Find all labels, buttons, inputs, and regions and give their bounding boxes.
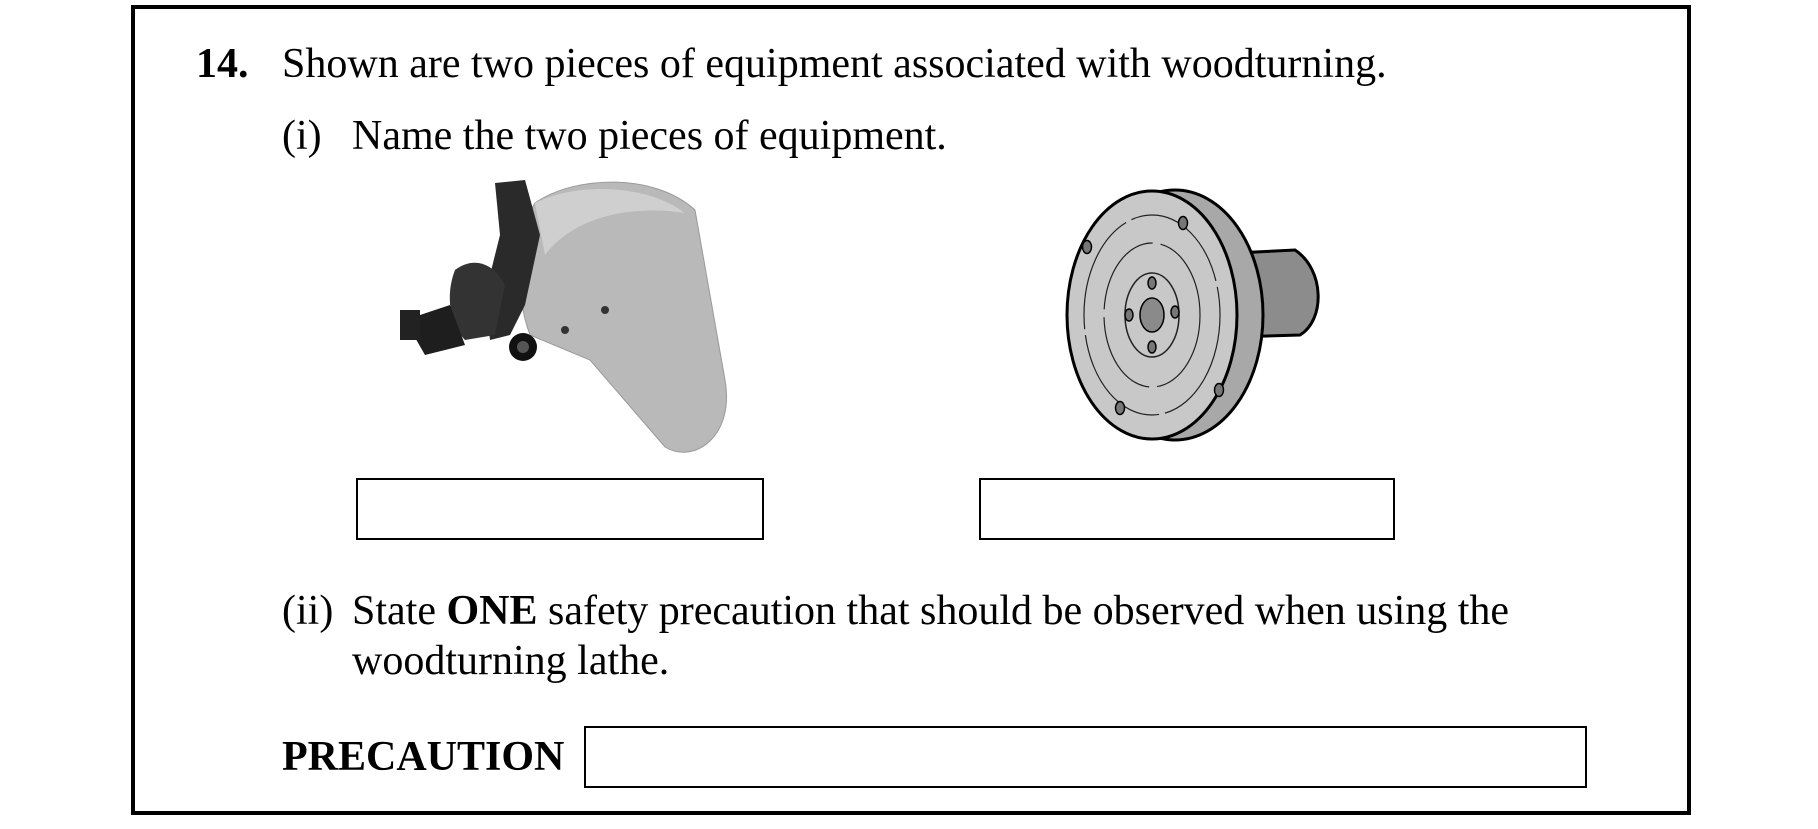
precaution-label: PRECAUTION — [282, 734, 565, 780]
part-ii-text: State ONE safety precaution that should … — [352, 587, 1509, 635]
face-shield-icon — [395, 175, 735, 460]
faceplate-icon — [1065, 175, 1335, 460]
part-i-text: Name the two pieces of equipment. — [352, 113, 947, 159]
part-ii-label: (ii) — [282, 588, 334, 634]
question-frame — [131, 5, 1691, 815]
equipment-2-answer-box[interactable] — [979, 478, 1395, 540]
part-ii-emphasis: ONE — [446, 588, 538, 634]
part-ii-text-end: safety precaution that should be observe… — [537, 588, 1510, 634]
question-number: 14. — [196, 41, 249, 87]
precaution-answer-box[interactable] — [584, 726, 1587, 788]
part-ii-text-start: State — [352, 588, 447, 634]
part-ii-text-line2: woodturning lathe. — [352, 638, 670, 684]
equipment-1-answer-box[interactable] — [356, 478, 764, 540]
part-i-label: (i) — [282, 113, 322, 159]
question-stem: Shown are two pieces of equipment associ… — [282, 41, 1387, 87]
